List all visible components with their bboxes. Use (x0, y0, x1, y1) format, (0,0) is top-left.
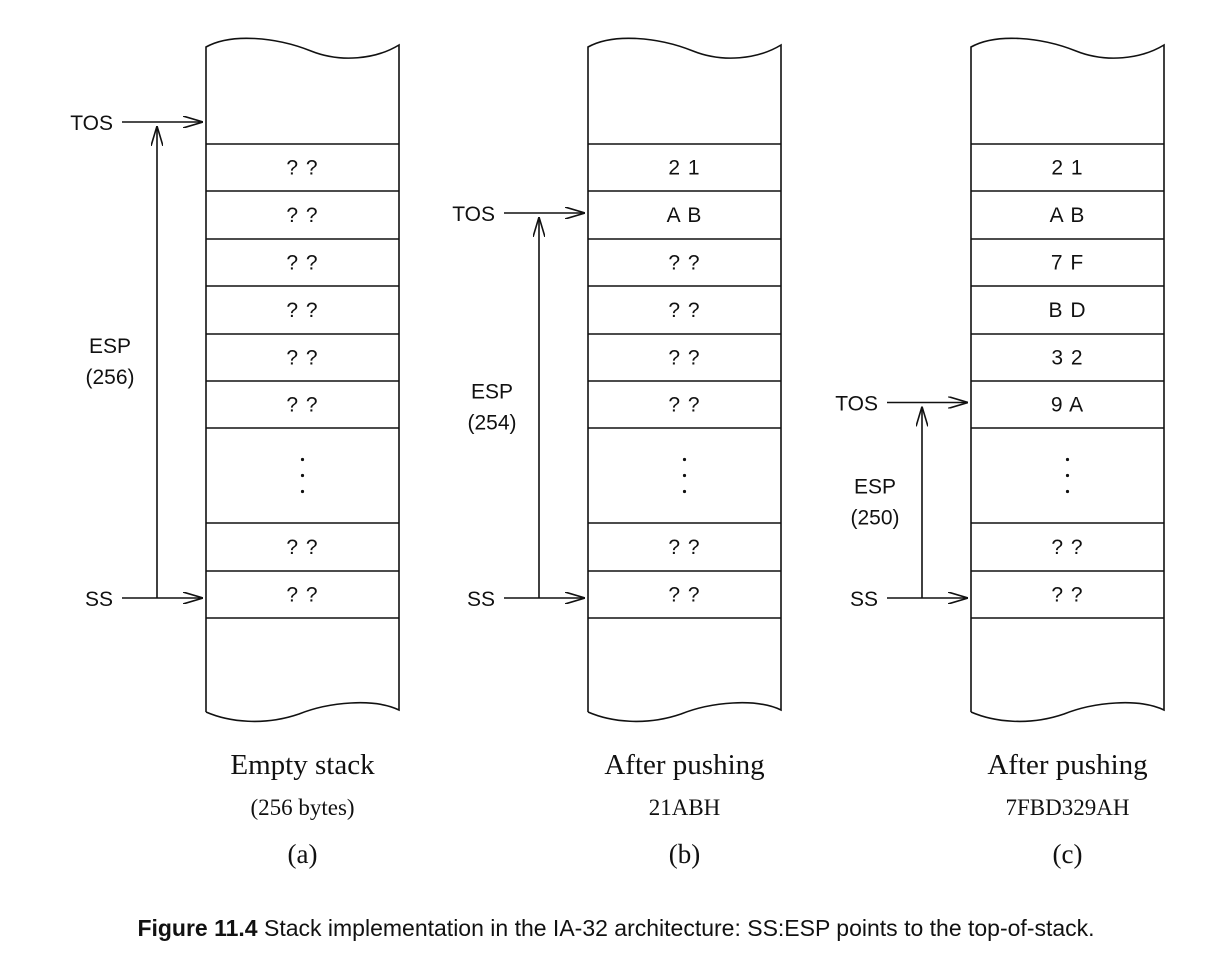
stack-cell: ? ? (286, 299, 318, 322)
stack-cell: A B (1050, 204, 1086, 227)
panel-letter: (c) (1053, 839, 1083, 869)
esp-value: (256) (85, 366, 134, 389)
stack-cell: 2 1 (1051, 157, 1083, 180)
panel-letter: (b) (669, 839, 700, 869)
esp-value: (254) (467, 412, 516, 435)
ellipsis-icon (682, 457, 687, 494)
esp-label: ESP (89, 335, 131, 358)
esp-value: (250) (850, 506, 899, 529)
tos-label: TOS (452, 203, 495, 226)
stack-cell: ? ? (286, 394, 318, 417)
esp-label: ESP (471, 381, 513, 404)
stack-cell: ? ? (286, 157, 318, 180)
panel-caption-title: Empty stack (230, 749, 375, 781)
esp-label: ESP (854, 475, 896, 498)
stack-cell: ? ? (668, 347, 700, 370)
stack-cell: ? ? (1051, 536, 1083, 559)
stack-cell: ? ? (668, 252, 700, 275)
tos-label: TOS (70, 112, 113, 135)
stack-cell: ? ? (286, 252, 318, 275)
stack-cell: ? ? (668, 299, 700, 322)
stack-cell: ? ? (286, 347, 318, 370)
ss-label: SS (850, 588, 878, 611)
stack-cell: ? ? (286, 536, 318, 559)
stack-cell: 9 A (1051, 394, 1084, 417)
figure-caption: Figure 11.4 Stack implementation in the … (0, 915, 1232, 942)
panel-caption-title: After pushing (604, 749, 764, 781)
panel-caption-subtitle: 21ABH (649, 795, 721, 820)
panel-caption-subtitle: (256 bytes) (250, 795, 354, 820)
ss-label: SS (467, 588, 495, 611)
stack-cell: ? ? (668, 536, 700, 559)
ellipsis-icon (1065, 457, 1070, 494)
tos-label: TOS (835, 393, 878, 416)
stack-cell: ? ? (286, 204, 318, 227)
stack-cell: ? ? (668, 584, 700, 607)
stack-panel-b: 2 1 A B ? ? ? ? ? ? ? ? ? ? ? ? TOS SS ESP (254) Aft… (452, 37, 782, 869)
ss-label: SS (85, 588, 113, 611)
stack-cell: A B (667, 204, 703, 227)
stack-column-outline (587, 37, 782, 723)
stack-cell: 7 F (1051, 252, 1084, 275)
panel-caption-subtitle: 7FBD329AH (1006, 795, 1130, 820)
stack-cell: 3 2 (1051, 347, 1083, 370)
figure-caption-text: Stack implementation in the IA-32 archit… (264, 915, 1095, 941)
figure-number: Figure 11.4 (137, 915, 258, 941)
stack-column-outline (205, 37, 400, 723)
stack-cell: ? ? (1051, 584, 1083, 607)
stack-panel-a: ? ? ? ? ? ? ? ? ? ? ? ? ? ? ? ? TOS SS ESP (256) Emp… (70, 37, 400, 869)
stack-cell: ? ? (286, 584, 318, 607)
stack-cell: 2 1 (668, 157, 700, 180)
stack-cell: ? ? (668, 394, 700, 417)
panel-caption-title: After pushing (987, 749, 1147, 781)
ellipsis-icon (300, 457, 305, 494)
stack-cell: B D (1048, 299, 1086, 322)
stack-column-outline (970, 37, 1165, 723)
panel-letter: (a) (288, 839, 318, 869)
stack-panel-c: 2 1 A B 7 F B D 3 2 9 A ? ? ? ? TOS SS ESP (250) Aft… (835, 37, 1165, 869)
